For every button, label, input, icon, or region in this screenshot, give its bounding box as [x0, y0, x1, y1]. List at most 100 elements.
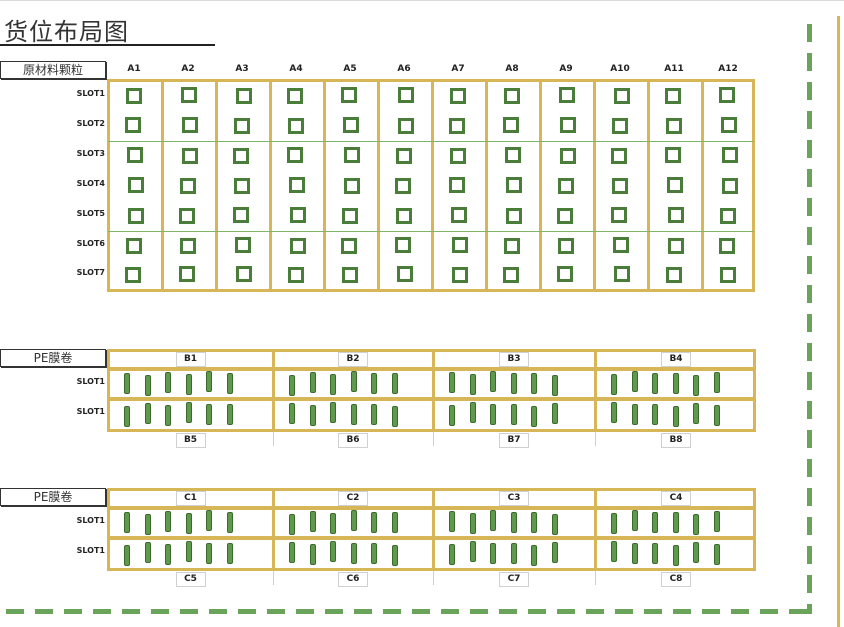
film-roll [631, 371, 638, 392]
film-roll [144, 542, 151, 563]
storage-bin [179, 266, 195, 282]
film-roll [713, 405, 720, 426]
storage-bin [503, 267, 519, 283]
storage-bin [612, 177, 628, 194]
storage-bin [181, 87, 197, 103]
cell-tag-top: C2 [338, 491, 368, 506]
slot-label: SLOT1 [76, 377, 105, 386]
film-roll [144, 403, 151, 424]
film-roll [226, 404, 233, 425]
film-roll [350, 404, 357, 425]
column-divider [272, 349, 275, 432]
film-roll [185, 541, 192, 562]
storage-bin [182, 147, 198, 164]
storage-bin [611, 207, 627, 223]
column-divider-tick [595, 432, 596, 446]
storage-bin [449, 118, 465, 134]
storage-bin [560, 116, 576, 133]
warehouse-boundary-right [807, 24, 812, 614]
storage-bin [287, 147, 303, 163]
storage-bin [289, 177, 305, 193]
storage-bin [720, 208, 736, 224]
storage-bin [396, 207, 412, 224]
storage-bin [395, 178, 411, 194]
storage-bin [341, 87, 357, 103]
column-header: A7 [451, 64, 465, 74]
storage-bin [722, 146, 738, 163]
film-roll [330, 541, 336, 562]
film-roll [713, 511, 720, 532]
wall-line [837, 16, 840, 627]
film-roll [289, 375, 295, 396]
film-roll [490, 543, 496, 564]
storage-bin [559, 87, 575, 103]
film-roll [551, 375, 558, 396]
film-roll [144, 514, 151, 535]
film-roll [206, 371, 212, 392]
film-roll [490, 371, 496, 392]
storage-bin [668, 237, 684, 254]
raw-material-label: 原材料颗粒 [0, 61, 106, 79]
cell-tag-top: B4 [661, 352, 691, 367]
column-header: A9 [559, 64, 573, 74]
film-roll [693, 514, 699, 535]
storage-bin [503, 117, 519, 133]
column-header: A8 [505, 64, 519, 74]
film-roll [124, 373, 130, 394]
storage-bin [721, 117, 737, 133]
column-divider-tick [273, 571, 274, 585]
column-header: A2 [181, 64, 195, 74]
storage-bin [722, 177, 738, 194]
film-roll [309, 372, 316, 393]
storage-bin [666, 267, 682, 283]
film-roll [185, 374, 192, 395]
storage-bin [614, 87, 630, 104]
level-divider [108, 231, 754, 232]
storage-bin [235, 237, 251, 253]
storage-bin [128, 207, 144, 224]
slot-label: SLOT1 [76, 546, 105, 555]
film-roll [672, 512, 679, 533]
storage-bin [180, 178, 196, 194]
film-roll [309, 405, 316, 426]
storage-bin [182, 116, 198, 133]
storage-bin [505, 147, 521, 163]
slot-label: SLOT1 [76, 516, 105, 525]
film-roll [469, 374, 476, 395]
film-roll [490, 404, 496, 425]
film-roll [449, 372, 455, 393]
column-header: A5 [343, 64, 357, 74]
film-roll [330, 374, 336, 395]
storage-bin [288, 267, 304, 283]
storage-bin [342, 208, 358, 224]
cell-tag-bottom: C7 [499, 572, 529, 587]
storage-bin [666, 117, 682, 134]
storage-bin [450, 88, 466, 104]
cell-tag-bottom: B8 [661, 433, 691, 448]
film-roll [371, 543, 377, 564]
cell-tag-top: C1 [175, 491, 206, 506]
film-roll [371, 404, 377, 425]
storage-bin [611, 148, 627, 164]
slot-label: SLOT2 [76, 119, 105, 128]
film-roll [469, 513, 476, 534]
cell-tag-top: C3 [499, 491, 529, 506]
storage-bin [395, 237, 411, 253]
film-roll [289, 403, 295, 424]
column-header: A11 [664, 64, 684, 74]
column-divider [215, 79, 218, 292]
column-divider [539, 79, 542, 292]
film-roll [510, 512, 517, 533]
film-roll [185, 402, 192, 423]
storage-bin [506, 207, 522, 224]
column-divider [323, 79, 326, 292]
storage-bin [557, 208, 573, 224]
film-roll [652, 404, 658, 425]
storage-bin [125, 117, 141, 133]
film-roll [185, 513, 192, 534]
storage-bin [398, 117, 414, 134]
column-header: A12 [718, 64, 738, 74]
storage-bin [342, 266, 358, 283]
column-divider [701, 79, 704, 292]
column-divider [377, 79, 380, 292]
